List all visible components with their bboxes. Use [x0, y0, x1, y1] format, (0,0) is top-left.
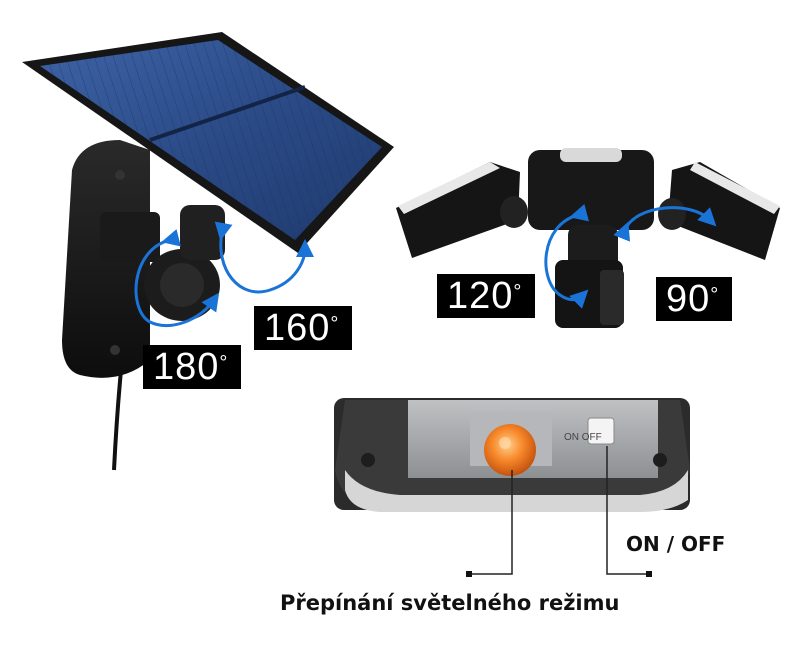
rotation-label-180: 180°: [143, 345, 241, 389]
onoff-slider: [587, 417, 615, 445]
rotation-arrow-120: [544, 203, 590, 309]
rotation-arrow-90: [613, 206, 717, 242]
lamp-assembly: [396, 148, 780, 328]
rotation-label-90: 90°: [656, 277, 732, 321]
mount-arm: [100, 212, 160, 262]
lamp-head-right: [668, 162, 780, 260]
onoff-caption: ON / OFF: [626, 532, 726, 556]
panel-divider: [149, 85, 306, 142]
rotation-arrow-180: [134, 229, 220, 328]
switch-closeup: ON OFF: [334, 398, 690, 577]
mode-button: [484, 424, 536, 476]
panel-joint: [180, 205, 225, 260]
switch-text: ON OFF: [564, 432, 602, 443]
bracket-screw-hole: [115, 170, 125, 180]
bracket-screw-hole: [110, 345, 120, 355]
rotation-label-160: 160°: [254, 306, 352, 350]
mode-caption: Přepínání světelného režimu: [280, 591, 620, 615]
onoff-callout-line: [606, 446, 648, 575]
mode-callout-line: [468, 470, 513, 575]
solar-panel-assembly: [22, 32, 394, 471]
rotation-arrow-160: [214, 221, 314, 294]
rotation-label-120: 120°: [437, 274, 535, 318]
lamp-head-left: [396, 162, 520, 258]
